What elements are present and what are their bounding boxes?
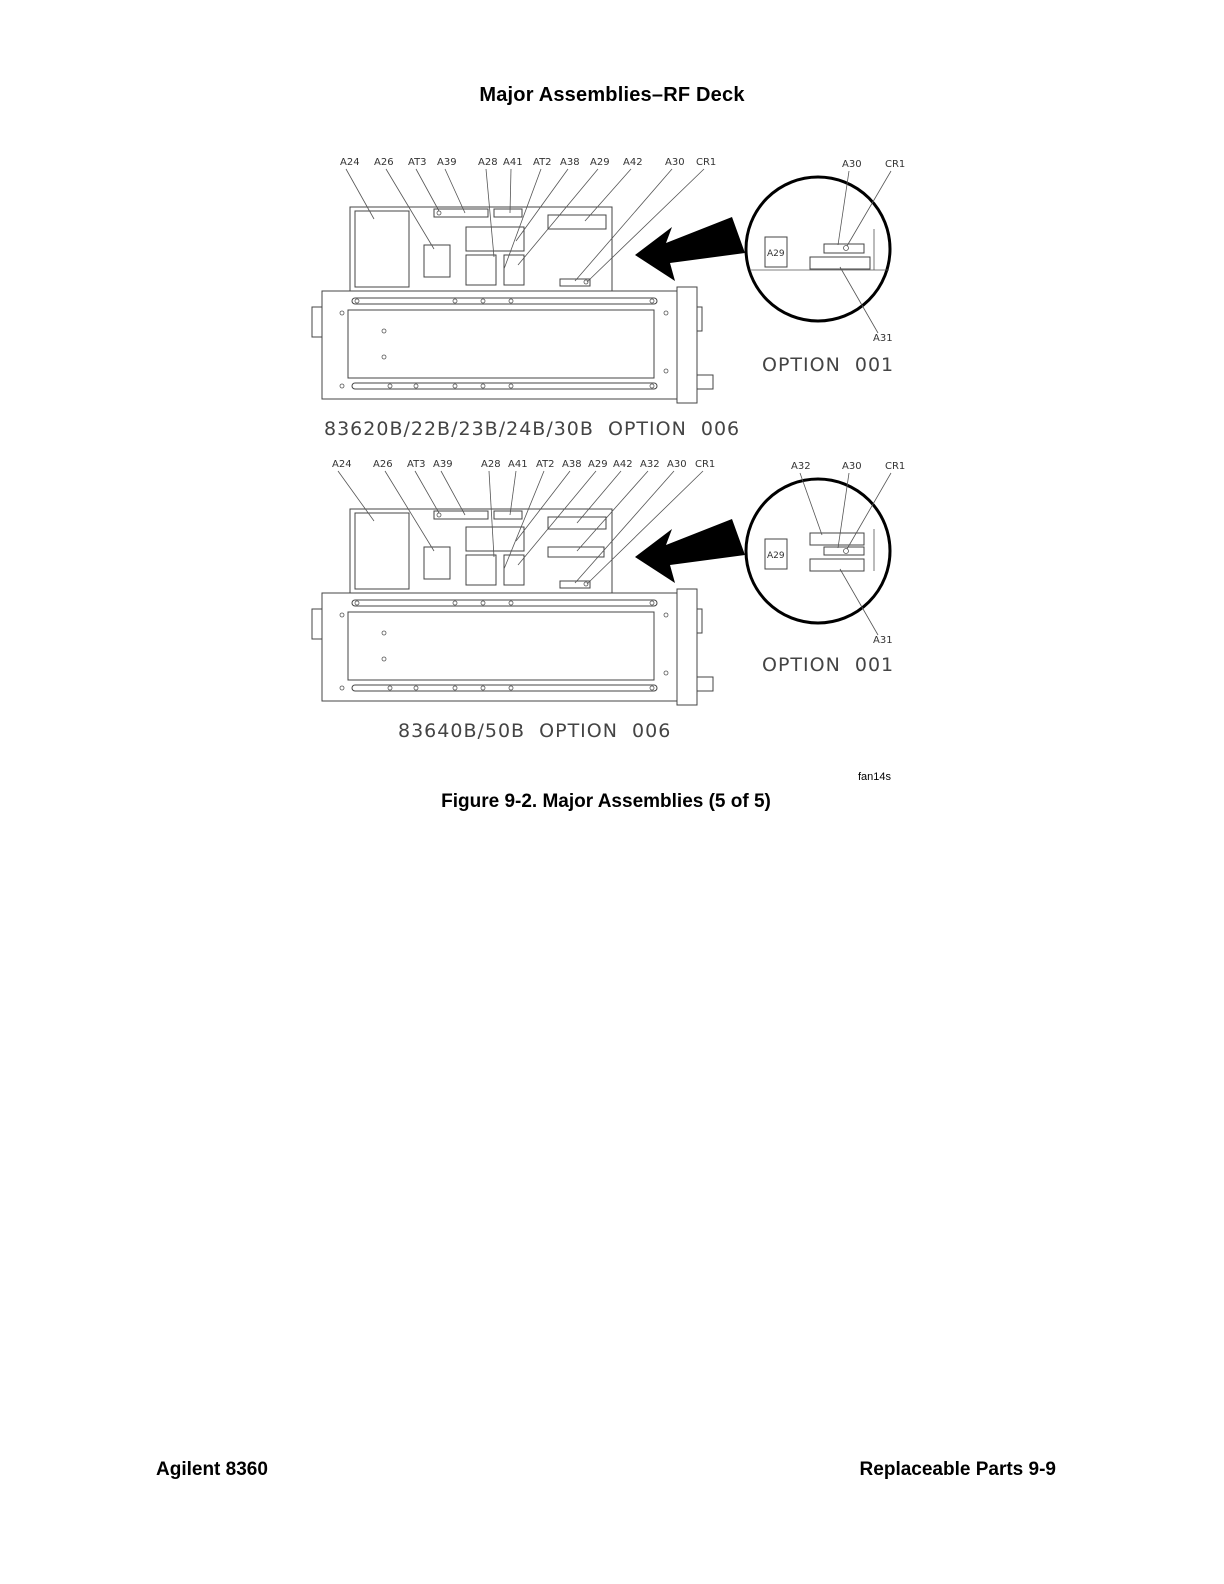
footer-section-page: Replaceable Parts 9-9 [859, 1459, 1056, 1480]
inset-callout-a30: A30 [842, 461, 862, 472]
option-001-inset-top: A29 A30 CR1 A31 [744, 159, 905, 344]
section-title: Major Assemblies–RF Deck [479, 84, 745, 106]
callout-a24: A24 [340, 157, 360, 168]
arrow-icon [635, 217, 745, 281]
figure-caption: Figure 9-2. Major Assemblies (5 of 5) [441, 791, 771, 812]
figure-file-code: fan14s [858, 771, 892, 783]
a24-module [354, 210, 410, 288]
a26-module [423, 244, 451, 278]
callout-a26: A26 [373, 459, 393, 470]
callout-a42: A42 [623, 157, 643, 168]
option-001-inset-bottom: A29 A32 A30 CR1 A31 [744, 461, 905, 646]
callout-at2: AT2 [536, 459, 555, 470]
inset-callout-a30: A30 [842, 159, 862, 170]
inset-a29-label: A29 [767, 249, 785, 259]
footer-product: Agilent 8360 [156, 1459, 268, 1480]
callout-a29: A29 [590, 157, 610, 168]
callout-a26: A26 [374, 157, 394, 168]
a39-module [433, 208, 489, 218]
callout-a41: A41 [508, 459, 528, 470]
major-assemblies-figure: A24 A26 AT3 A39 A28 A41 AT2 A38 A29 A42 … [300, 145, 920, 795]
callout-cr1: CR1 [696, 157, 716, 168]
callout-a42: A42 [613, 459, 633, 470]
callout-a39: A39 [433, 459, 453, 470]
callout-at2: AT2 [533, 157, 552, 168]
inset-callout-cr1: CR1 [885, 159, 905, 170]
model-label-top: 83620B/22B/23B/24B/30B OPTION 006 [324, 418, 740, 440]
option-label-top: OPTION 001 [762, 354, 894, 376]
top-diagram: A24 A26 AT3 A39 A28 A41 AT2 A38 A29 A42 … [311, 157, 905, 440]
arrow-icon [635, 519, 745, 583]
inset-callout-a31: A31 [873, 333, 893, 344]
callout-a30: A30 [665, 157, 685, 168]
option-label-bottom: OPTION 001 [762, 654, 894, 676]
callout-a30: A30 [667, 459, 687, 470]
inset-callout-cr1: CR1 [885, 461, 905, 472]
callout-a28: A28 [481, 459, 501, 470]
inset-a29-label: A29 [767, 551, 785, 561]
callout-at3: AT3 [407, 459, 426, 470]
callout-a39: A39 [437, 157, 457, 168]
callout-at3: AT3 [408, 157, 427, 168]
a42-module [547, 214, 607, 230]
model-label-bottom: 83640B/50B OPTION 006 [398, 720, 671, 742]
a30-module [559, 278, 591, 287]
callout-a28: A28 [478, 157, 498, 168]
callout-cr1: CR1 [695, 459, 715, 470]
bottom-diagram: A24 A26 AT3 A39 A28 A41 AT2 A38 A29 A42 … [311, 459, 905, 742]
callout-a24: A24 [332, 459, 352, 470]
callout-a41: A41 [503, 157, 523, 168]
callout-a38: A38 [562, 459, 582, 470]
a28-module [465, 254, 497, 286]
a41-module [493, 208, 523, 218]
inset-callout-a32: A32 [791, 461, 811, 472]
callout-a32: A32 [640, 459, 660, 470]
a38-module [465, 226, 525, 252]
callout-a38: A38 [560, 157, 580, 168]
callout-a29: A29 [588, 459, 608, 470]
a29-module [503, 254, 525, 286]
inset-callout-a31: A31 [873, 635, 893, 646]
